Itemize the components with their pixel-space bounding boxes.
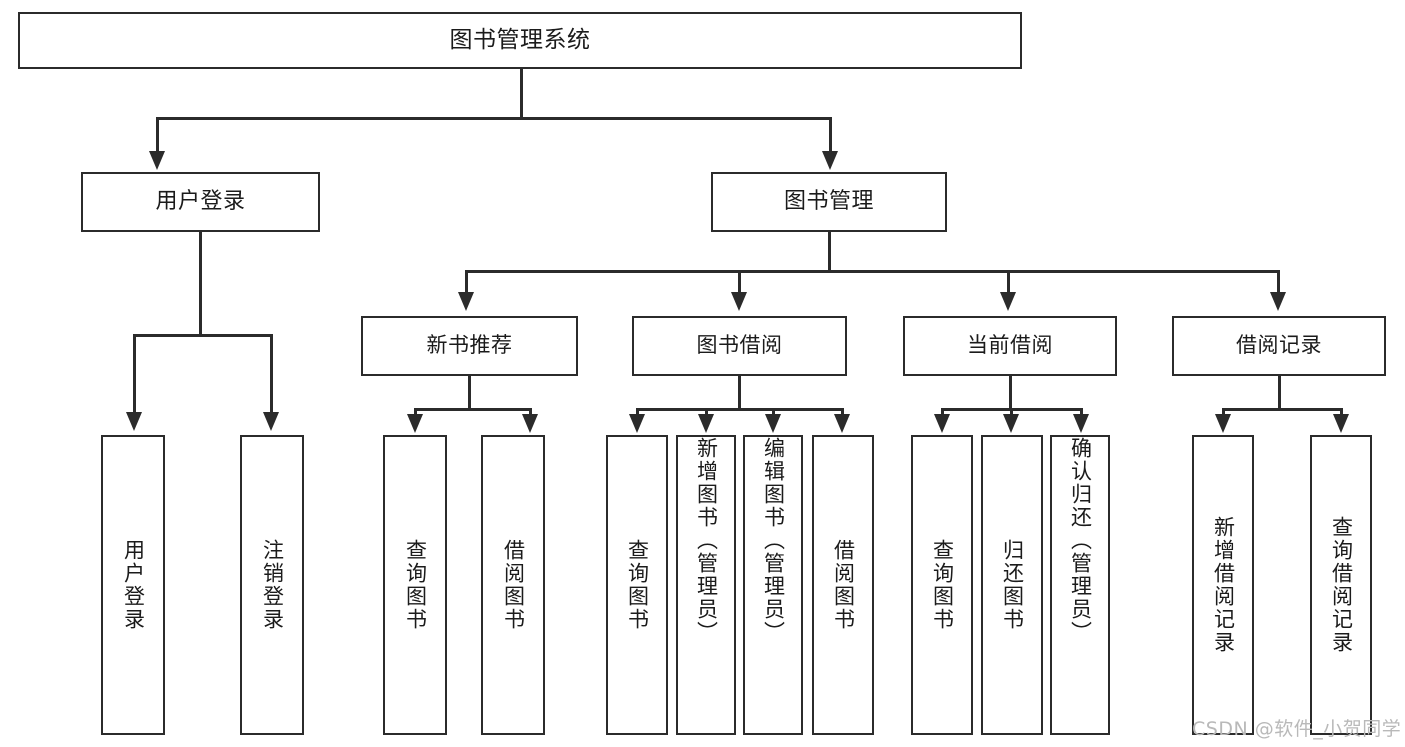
edge-current-borrow-to-leaf-2: [1010, 408, 1013, 417]
edge-book-borrow-stem: [738, 376, 741, 409]
node-label: 借阅记录: [1236, 333, 1322, 358]
edge-book-borrow-to-leaf-1: [636, 408, 639, 417]
leaf-confirm-return-admin[interactable]: 确认归还（管理员）: [1050, 435, 1110, 735]
leaf-borrow-book[interactable]: 借阅图书: [812, 435, 874, 735]
node-label: 编辑图书（管理员）: [761, 437, 786, 644]
arrow-current-borrow-to-leaf-2: [1003, 414, 1019, 433]
node-root-system[interactable]: 图书管理系统: [18, 12, 1022, 69]
arrow-book-borrow-to-leaf-1: [629, 414, 645, 433]
edge-user-login-to-leaf-1: [133, 334, 136, 414]
node-borrow-record[interactable]: 借阅记录: [1172, 316, 1386, 376]
arrow-book-mgmt-to-new-book: [458, 292, 474, 311]
node-label: 借阅图书: [831, 539, 856, 631]
node-label: 查询图书: [930, 539, 955, 631]
edge-book-borrow-to-leaf-3: [772, 408, 775, 417]
edge-root-stem: [520, 69, 523, 118]
edge-book-mgmt-bar: [465, 270, 1279, 273]
node-label: 图书管理: [783, 188, 874, 214]
node-label: 当前借阅: [967, 333, 1053, 358]
leaf-logout[interactable]: 注销登录: [240, 435, 304, 735]
edge-book-borrow-bar: [636, 408, 844, 411]
node-label: 图书借阅: [696, 333, 783, 358]
node-label: 查询图书: [625, 539, 650, 631]
node-label: 借阅图书: [501, 539, 526, 631]
edge-book-mgmt-to-borrow: [738, 270, 741, 294]
edge-book-mgmt-to-current: [1007, 270, 1010, 294]
edge-user-login-to-leaf-2: [270, 334, 273, 414]
leaf-query-book-current[interactable]: 查询图书: [911, 435, 973, 735]
node-label: 用户登录: [121, 539, 146, 631]
node-new-book-recommend[interactable]: 新书推荐: [361, 316, 578, 376]
node-user-login[interactable]: 用户登录: [81, 172, 320, 232]
arrow-user-login-to-leaf-1: [126, 412, 142, 431]
edge-user-login-bar: [133, 334, 273, 337]
edge-user-login-stem: [199, 232, 202, 335]
edge-root-to-book-mgmt: [829, 117, 832, 153]
leaf-user-login[interactable]: 用户登录: [101, 435, 165, 735]
node-book-management[interactable]: 图书管理: [711, 172, 947, 232]
node-label: 新书推荐: [426, 333, 513, 358]
leaf-add-book-admin[interactable]: 新增图书（管理员）: [676, 435, 736, 735]
arrow-book-borrow-to-leaf-2: [698, 414, 714, 433]
arrow-book-borrow-to-leaf-4: [834, 414, 850, 433]
edge-borrow-record-to-leaf-2: [1340, 408, 1343, 417]
leaf-query-book-borrow[interactable]: 查询图书: [606, 435, 668, 735]
arrow-root-to-book-mgmt: [822, 151, 838, 170]
node-label: 用户登录: [155, 188, 246, 214]
arrow-book-mgmt-to-borrow: [731, 292, 747, 311]
arrow-root-to-user-login: [149, 151, 165, 170]
edge-new-book-to-leaf-2: [529, 408, 532, 417]
node-label: 归还图书: [1000, 539, 1025, 631]
node-label: 查询借阅记录: [1329, 516, 1354, 654]
leaf-borrow-book-recommend[interactable]: 借阅图书: [481, 435, 545, 735]
node-label: 确认归还（管理员）: [1068, 437, 1093, 644]
arrow-new-book-to-leaf-2: [522, 414, 538, 433]
edge-borrow-record-bar: [1222, 408, 1342, 411]
node-label: 查询图书: [403, 539, 428, 631]
edge-root-to-user-login: [156, 117, 159, 153]
edge-current-borrow-stem: [1009, 376, 1012, 409]
edge-new-book-bar: [414, 408, 531, 411]
node-current-borrow[interactable]: 当前借阅: [903, 316, 1117, 376]
edge-borrow-record-to-leaf-1: [1222, 408, 1225, 417]
arrow-new-book-to-leaf-1: [407, 414, 423, 433]
csdn-watermark: CSDN @软件_小贺同学: [1192, 718, 1402, 740]
edge-book-mgmt-to-new-book: [465, 270, 468, 294]
arrow-user-login-to-leaf-2: [263, 412, 279, 431]
arrow-book-mgmt-to-current: [1000, 292, 1016, 311]
leaf-return-book[interactable]: 归还图书: [981, 435, 1043, 735]
node-label: 新增借阅记录: [1211, 516, 1236, 654]
arrow-borrow-record-to-leaf-1: [1215, 414, 1231, 433]
node-label: 新增图书（管理员）: [694, 437, 719, 644]
edge-book-mgmt-to-record: [1277, 270, 1280, 294]
arrow-borrow-record-to-leaf-2: [1333, 414, 1349, 433]
node-label: 图书管理系统: [449, 26, 591, 53]
edge-book-borrow-to-leaf-4: [841, 408, 844, 417]
edge-root-bar: [156, 117, 832, 120]
arrow-current-borrow-to-leaf-3: [1073, 414, 1089, 433]
edge-current-borrow-to-leaf-1: [941, 408, 944, 417]
arrow-book-borrow-to-leaf-3: [765, 414, 781, 433]
arrow-current-borrow-to-leaf-1: [934, 414, 950, 433]
leaf-query-borrow-record[interactable]: 查询借阅记录: [1310, 435, 1372, 735]
leaf-add-borrow-record[interactable]: 新增借阅记录: [1192, 435, 1254, 735]
edge-new-book-to-leaf-1: [414, 408, 417, 417]
edge-book-mgmt-stem: [828, 232, 831, 271]
edge-new-book-stem: [468, 376, 471, 409]
arrow-book-mgmt-to-record: [1270, 292, 1286, 311]
node-book-borrow[interactable]: 图书借阅: [632, 316, 847, 376]
leaf-query-book-recommend[interactable]: 查询图书: [383, 435, 447, 735]
leaf-edit-book-admin[interactable]: 编辑图书（管理员）: [743, 435, 803, 735]
node-label: 注销登录: [260, 539, 285, 631]
edge-current-borrow-to-leaf-3: [1080, 408, 1083, 417]
edge-borrow-record-stem: [1278, 376, 1281, 409]
edge-book-borrow-to-leaf-2: [705, 408, 708, 417]
